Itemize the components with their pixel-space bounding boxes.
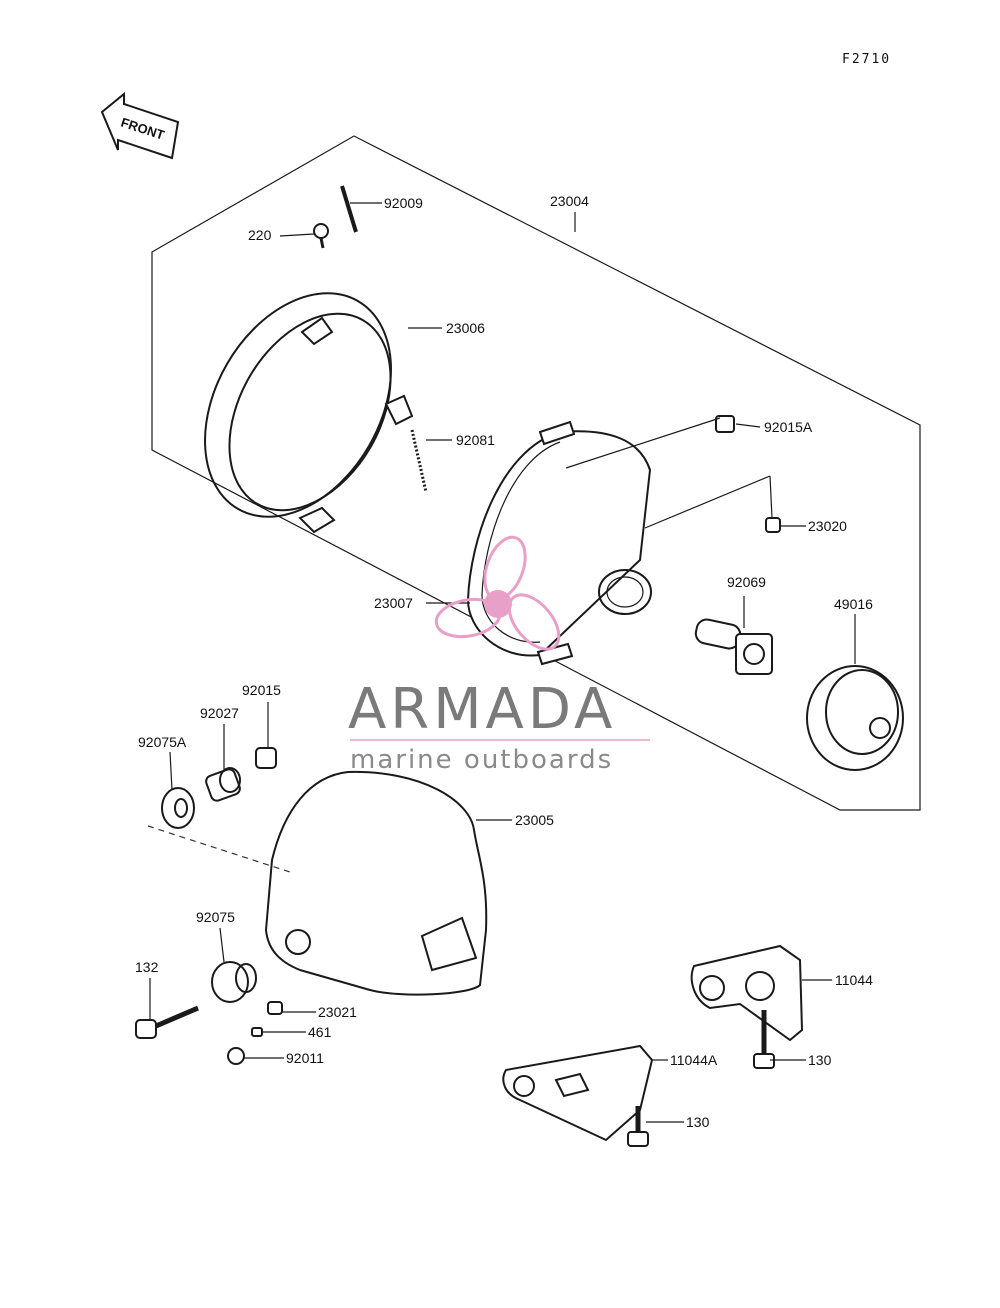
nut-92015a: [715, 415, 735, 433]
bulb-dust-cover: [806, 665, 904, 771]
label-23004: 23004: [550, 193, 589, 209]
part-23021: [267, 1001, 283, 1015]
label-92075: 92075: [196, 909, 235, 925]
label-23005: 23005: [515, 812, 554, 828]
label-92015a: 92015A: [764, 419, 813, 435]
label-23020: 23020: [808, 518, 847, 534]
label-92011: 92011: [286, 1050, 324, 1066]
watermark: ARMADA marine outboards: [348, 535, 650, 775]
label-130-upper: 130: [808, 1052, 832, 1068]
headlight-bulb: [694, 618, 773, 675]
part-461: [251, 1027, 263, 1037]
bracket-11044: [690, 944, 804, 1042]
grommet-92075: [211, 961, 257, 1003]
label-92015: 92015: [242, 682, 281, 698]
watermark-tagline: marine outboards: [350, 745, 613, 775]
rim-spring: [410, 429, 428, 493]
label-220: 220: [248, 227, 272, 243]
label-130-lower: 130: [686, 1114, 710, 1130]
label-92081: 92081: [456, 432, 495, 448]
label-49016: 49016: [834, 596, 873, 612]
bolt-132: [135, 1005, 199, 1039]
headlight-rim: [204, 292, 414, 534]
leader-lines: [149, 202, 856, 1123]
headlight-case: [264, 770, 488, 996]
nut-23020: [765, 517, 781, 533]
label-92069: 92069: [727, 574, 766, 590]
bracket-11044a: [502, 1044, 654, 1142]
adjusting-screw: [340, 185, 358, 233]
diagram-ref-code: F2710: [842, 52, 891, 67]
bolt-130-lower: [627, 1106, 649, 1147]
label-23021: 23021: [318, 1004, 357, 1020]
headlight-reflector-housing: [466, 420, 652, 666]
label-92075a: 92075A: [138, 734, 187, 750]
rim-screw: [313, 223, 329, 249]
headlight-assembly-outline: [151, 135, 921, 811]
bolt-130-upper: [753, 1010, 775, 1069]
label-23006: 23006: [446, 320, 485, 336]
collar-92027: [205, 767, 241, 802]
label-461: 461: [308, 1024, 332, 1040]
label-92009: 92009: [384, 195, 423, 211]
watermark-brand: ARMADA: [348, 677, 616, 742]
propeller-icon: [434, 535, 561, 651]
screw-92011: [227, 1047, 245, 1065]
label-132: 132: [135, 959, 159, 975]
label-11044: 11044: [835, 972, 873, 988]
label-92027: 92027: [200, 705, 239, 721]
nut-92015: [255, 747, 277, 769]
label-11044a: 11044A: [670, 1052, 718, 1068]
label-23007: 23007: [374, 595, 413, 611]
washer-92075a: [161, 787, 195, 829]
front-arrow-icon: FRONT: [100, 91, 180, 160]
